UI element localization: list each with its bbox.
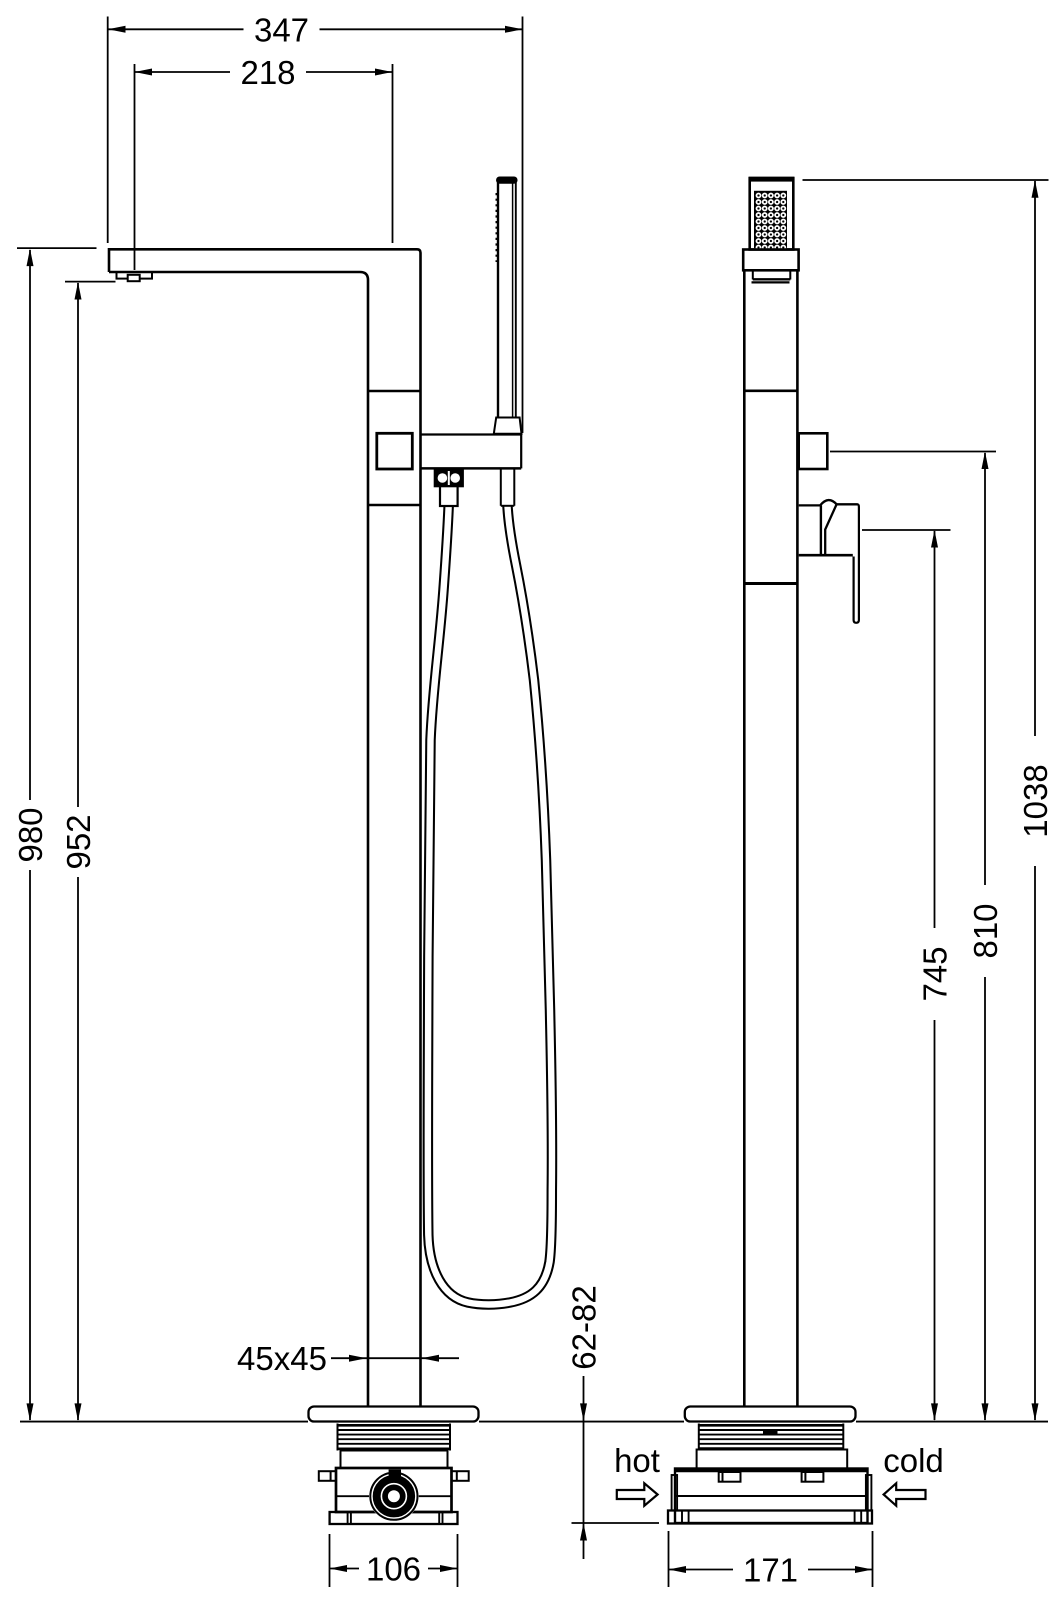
svg-text:cold: cold [883,1442,944,1479]
svg-text:hot: hot [614,1442,660,1479]
svg-text:62-82: 62-82 [566,1285,603,1369]
svg-text:347: 347 [254,11,309,48]
svg-text:45x45: 45x45 [237,1340,327,1377]
svg-text:952: 952 [60,814,97,869]
svg-text:980: 980 [12,807,49,862]
svg-text:810: 810 [967,903,1004,958]
svg-text:171: 171 [743,1552,798,1589]
svg-text:745: 745 [917,946,954,1001]
svg-text:106: 106 [366,1551,421,1588]
svg-text:218: 218 [240,54,295,91]
svg-text:1038: 1038 [1017,764,1054,837]
